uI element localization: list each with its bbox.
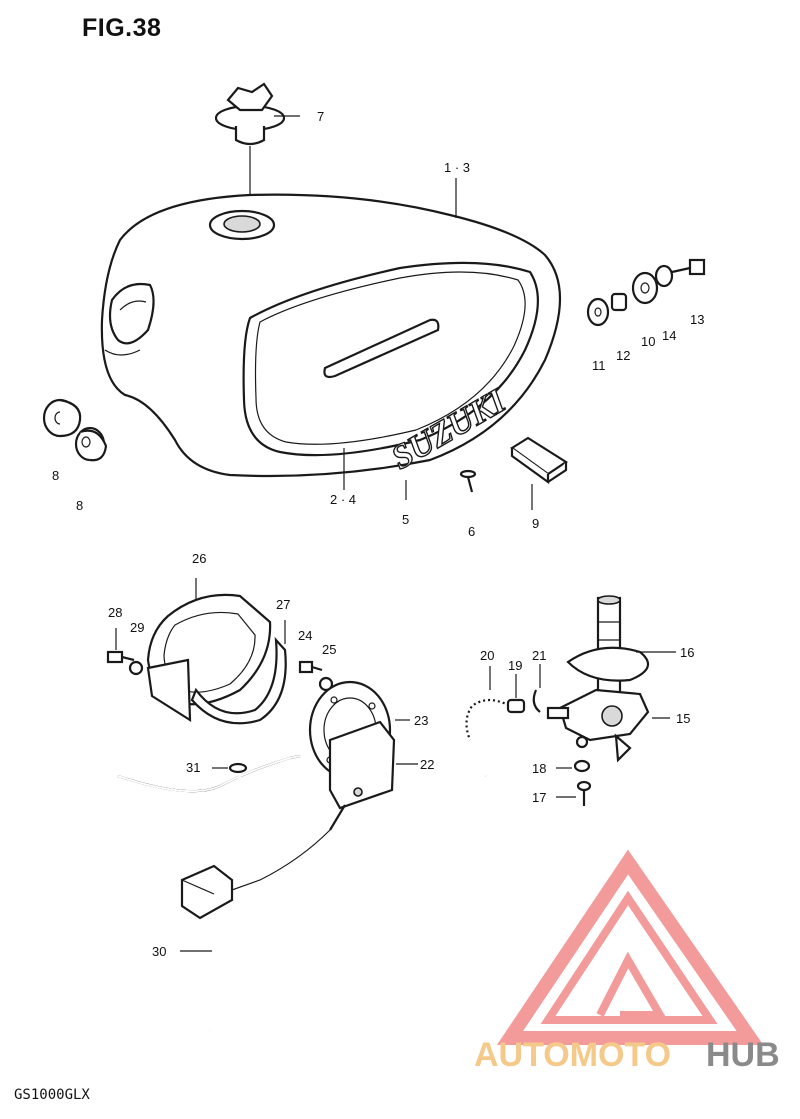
callout-5: 5 <box>402 512 409 527</box>
figure-title: FIG.38 <box>82 14 162 42</box>
callout-18: 18 <box>532 761 546 776</box>
callout-13: 13 <box>690 312 704 327</box>
callout-8b: 8 <box>76 498 83 513</box>
callout-6: 6 <box>468 524 475 539</box>
washer-part-18 <box>573 759 591 773</box>
callout-10: 10 <box>641 334 655 349</box>
fuel-hose-part-20 <box>464 697 512 778</box>
fuel-tank <box>100 193 561 478</box>
callout-29: 29 <box>130 620 144 635</box>
watermark-text-part2: HUB <box>706 1036 780 1074</box>
callout-23: 23 <box>414 713 428 728</box>
clamp-part-31 <box>228 762 248 774</box>
fuel-cap-part-7 <box>214 82 286 200</box>
washer-part-29 <box>128 660 144 676</box>
watermark-text-part1: AUTOMOTO <box>474 1036 671 1074</box>
washer-part-25 <box>318 676 334 692</box>
callout-labels: 7 1 · 3 11 12 10 14 13 8 8 2 · 4 5 6 9 2… <box>52 109 704 959</box>
packing-part-27 <box>190 636 287 725</box>
callout-31: 31 <box>186 760 200 775</box>
callout-26: 26 <box>192 551 206 566</box>
washer-part-14 <box>654 264 674 288</box>
callout-22: 22 <box>420 757 434 772</box>
callout-9: 9 <box>532 516 539 531</box>
callout-8a: 8 <box>52 468 59 483</box>
hose-end-part-19 <box>506 698 526 714</box>
callout-12: 12 <box>616 348 630 363</box>
callout-1-3: 1 · 3 <box>444 160 470 175</box>
wire-harness-part-30 <box>117 754 331 1031</box>
cushion-part-10 <box>631 271 659 305</box>
callout-7: 7 <box>317 109 324 124</box>
o-ring-part-16 <box>566 646 650 682</box>
callout-19: 19 <box>508 658 522 673</box>
screw-part-17 <box>576 780 592 806</box>
fuel-gauge-part-22 <box>328 720 396 831</box>
leader-lines <box>115 115 676 952</box>
callout-27: 27 <box>276 597 290 612</box>
watermark-logo <box>496 849 764 1045</box>
callout-24: 24 <box>298 628 312 643</box>
callout-14: 14 <box>662 328 676 343</box>
cushion-part-8a <box>42 398 82 438</box>
clip-part-21 <box>532 689 541 713</box>
pad-part-9 <box>510 436 569 485</box>
callout-11: 11 <box>592 358 606 373</box>
gasket-part-26 <box>146 593 272 723</box>
callout-21: 21 <box>532 648 546 663</box>
screw-part-6 <box>459 469 477 493</box>
washer-part-11 <box>586 297 610 327</box>
bolt-part-13 <box>671 258 706 276</box>
callout-30: 30 <box>152 944 166 959</box>
callout-2-4: 2 · 4 <box>330 492 356 507</box>
screw-part-28 <box>106 650 135 664</box>
callout-28: 28 <box>108 605 122 620</box>
screw-part-24 <box>298 660 323 674</box>
collar-part-12 <box>610 292 628 312</box>
callout-15: 15 <box>676 711 690 726</box>
model-code: GS1000GLX <box>14 1087 90 1103</box>
callout-16: 16 <box>680 645 694 660</box>
callout-20: 20 <box>480 648 494 663</box>
callout-17: 17 <box>532 790 546 805</box>
cushion-part-8b <box>74 426 108 462</box>
callout-25: 25 <box>322 642 336 657</box>
